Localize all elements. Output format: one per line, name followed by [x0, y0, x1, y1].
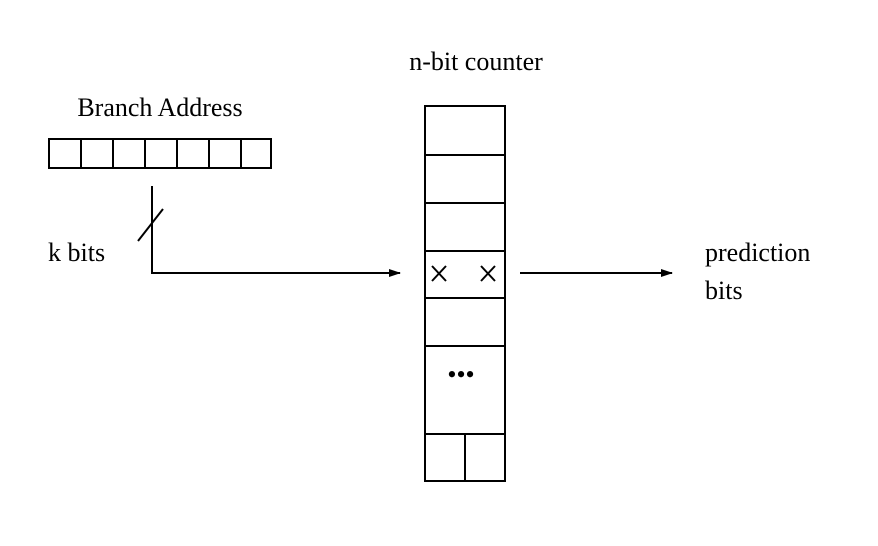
ellipsis: •••: [447, 360, 474, 389]
index-arrow: [151, 186, 401, 277]
cross-mark-right: [480, 265, 496, 282]
prediction-label-line2: bits: [705, 276, 743, 305]
cross-mark-left: [431, 265, 447, 282]
k-bits-label: k bits: [48, 238, 105, 267]
address-bit-cell: [240, 138, 272, 169]
selected-row-marks: [431, 265, 496, 282]
address-bit-cell: [80, 138, 114, 169]
address-bit-cell: [144, 138, 178, 169]
counter-table: [424, 105, 506, 482]
branch-address-title: Branch Address: [77, 93, 242, 122]
counter-title: n-bit counter: [409, 47, 543, 76]
branch-address-register: [48, 138, 272, 169]
address-bit-cell: [48, 138, 82, 169]
prediction-label-line1: prediction: [705, 238, 810, 267]
address-bit-cell: [208, 138, 242, 169]
address-bit-cell: [112, 138, 146, 169]
bus-width-slash: [137, 208, 164, 242]
counter-table-frame: [424, 105, 506, 482]
address-bit-cell: [176, 138, 210, 169]
